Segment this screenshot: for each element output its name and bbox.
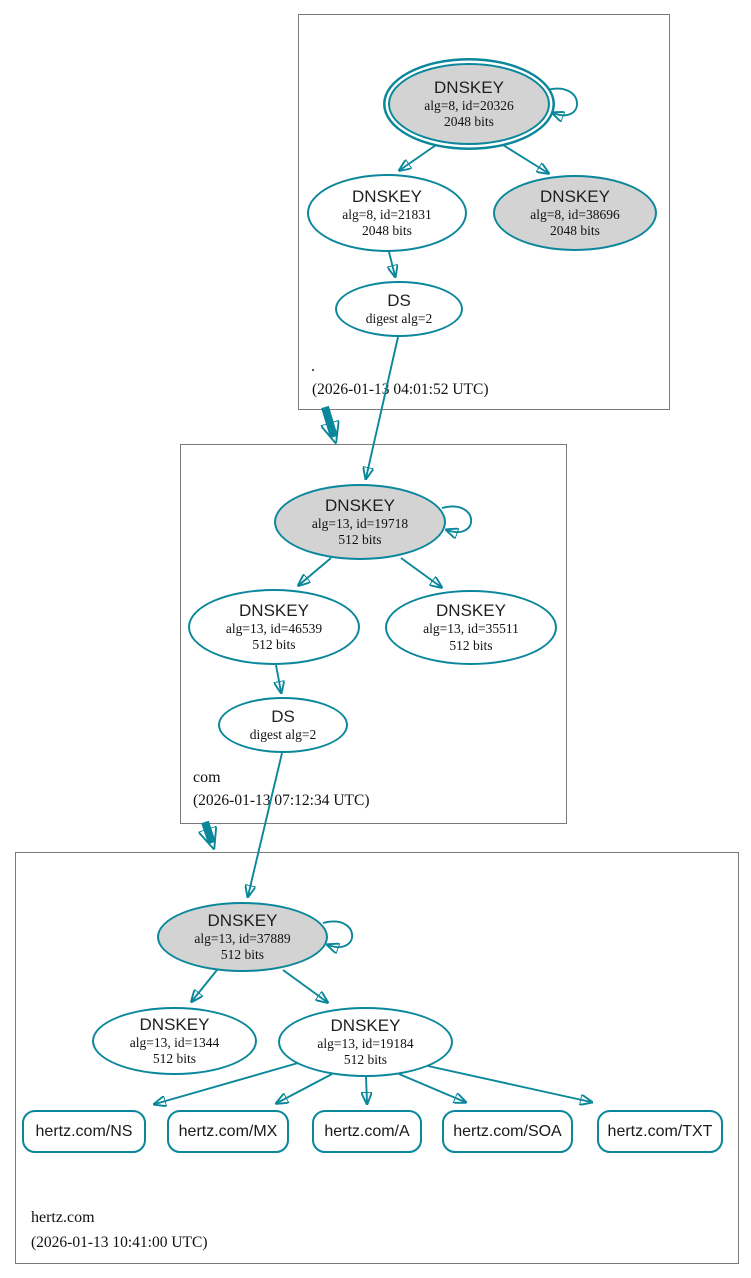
dnskey-node-hertz-1344[interactable]: DNSKEY alg=13, id=1344 512 bits [92,1007,257,1075]
rrset-node-hertz-com-txt[interactable]: hertz.com/TXT [597,1110,723,1153]
node-attr-bits: 2048 bits [550,223,600,238]
node-attr-digest: digest alg=2 [249,726,317,742]
rrset-node-hertz-com-mx[interactable]: hertz.com/MX [167,1110,289,1153]
node-attr-bits: 2048 bits [362,223,412,238]
dnskey-node-com-ksk-19718[interactable]: DNSKEY alg=13, id=19718 512 bits [274,484,446,560]
dnskey-node-hertz-zsk-19184[interactable]: DNSKEY alg=13, id=19184 512 bits [278,1007,453,1077]
node-title: DNSKEY [540,186,610,206]
rrset-label: hertz.com/MX [178,1122,278,1140]
rrset-label: hertz.com/NS [35,1122,133,1140]
node-title: DS [387,290,411,310]
node-attr-alg-id: alg=8, id=38696 [530,206,620,222]
node-attr-digest: digest alg=2 [365,310,433,326]
node-attr-bits: 512 bits [252,637,296,652]
node-title: DNSKEY [207,910,278,930]
dnskey-node-hertz-ksk-37889[interactable]: DNSKEY alg=13, id=37889 512 bits [157,902,328,972]
node-attr-alg-id: alg=13, id=37889 [194,930,291,946]
node-title: DNSKEY [330,1015,401,1035]
rrset-node-hertz-com-soa[interactable]: hertz.com/SOA [442,1110,573,1153]
node-title: DNSKEY [239,600,309,620]
rrset-label: hertz.com/SOA [453,1122,562,1140]
dnskey-node-root-ksk-20326[interactable]: DNSKEY alg=8, id=20326 2048 bits [388,63,550,145]
zone-label-root: . [311,358,315,375]
rrset-label: hertz.com/TXT [607,1122,713,1140]
node-attr-bits: 512 bits [338,532,382,547]
zone-label-com: com [193,769,221,786]
node-attr-bits: 512 bits [152,1051,197,1066]
node-title: DNSKEY [436,601,506,620]
node-title: DNSKEY [434,77,504,97]
zone-box-hertz-com [15,852,739,1264]
zone-timestamp-hertz-com: (2026-01-13 10:41:00 UTC) [31,1234,208,1251]
rrset-label: hertz.com/A [324,1122,410,1140]
node-attr-alg-id: alg=8, id=20326 [424,97,514,113]
node-attr-bits: 2048 bits [444,114,494,129]
dnskey-node-com-35511[interactable]: DNSKEY alg=13, id=35511 512 bits [385,590,557,665]
dnskey-node-root-zsk-21831[interactable]: DNSKEY alg=8, id=21831 2048 bits [307,174,467,252]
ds-node-com[interactable]: DS digest alg=2 [218,697,348,753]
zone-timestamp-root: (2026-01-13 04:01:52 UTC) [312,381,489,398]
edge-delegation-com-to-hertz [205,820,212,843]
node-attr-bits: 512 bits [449,637,493,653]
dnskey-node-root-38696[interactable]: DNSKEY alg=8, id=38696 2048 bits [493,175,657,251]
node-attr-alg-id: alg=13, id=46539 [225,620,323,636]
node-attr-bits: 512 bits [343,1052,388,1067]
ds-node-root[interactable]: DS digest alg=2 [335,281,463,337]
node-title: DNSKEY [139,1014,210,1034]
node-title: DNSKEY [352,186,422,206]
node-attr-alg-id: alg=13, id=35511 [423,621,519,636]
node-attr-alg-id: alg=13, id=19184 [317,1035,414,1051]
node-attr-alg-id: alg=13, id=19718 [311,515,409,531]
node-attr-bits: 512 bits [220,947,265,962]
zone-box-root [298,14,670,410]
node-title: DNSKEY [325,495,395,515]
rrset-node-hertz-com-a[interactable]: hertz.com/A [312,1110,422,1153]
node-attr-alg-id: alg=8, id=21831 [342,206,432,222]
zone-timestamp-com: (2026-01-13 07:12:34 UTC) [193,792,370,809]
edge-delegation-root-to-com [325,405,334,437]
zone-label-hertz-com: hertz.com [31,1209,95,1226]
node-title: DS [271,706,295,726]
dnskey-node-com-zsk-46539[interactable]: DNSKEY alg=13, id=46539 512 bits [188,589,360,665]
rrset-node-hertz-com-ns[interactable]: hertz.com/NS [22,1110,146,1153]
node-attr-alg-id: alg=13, id=1344 [129,1034,220,1050]
